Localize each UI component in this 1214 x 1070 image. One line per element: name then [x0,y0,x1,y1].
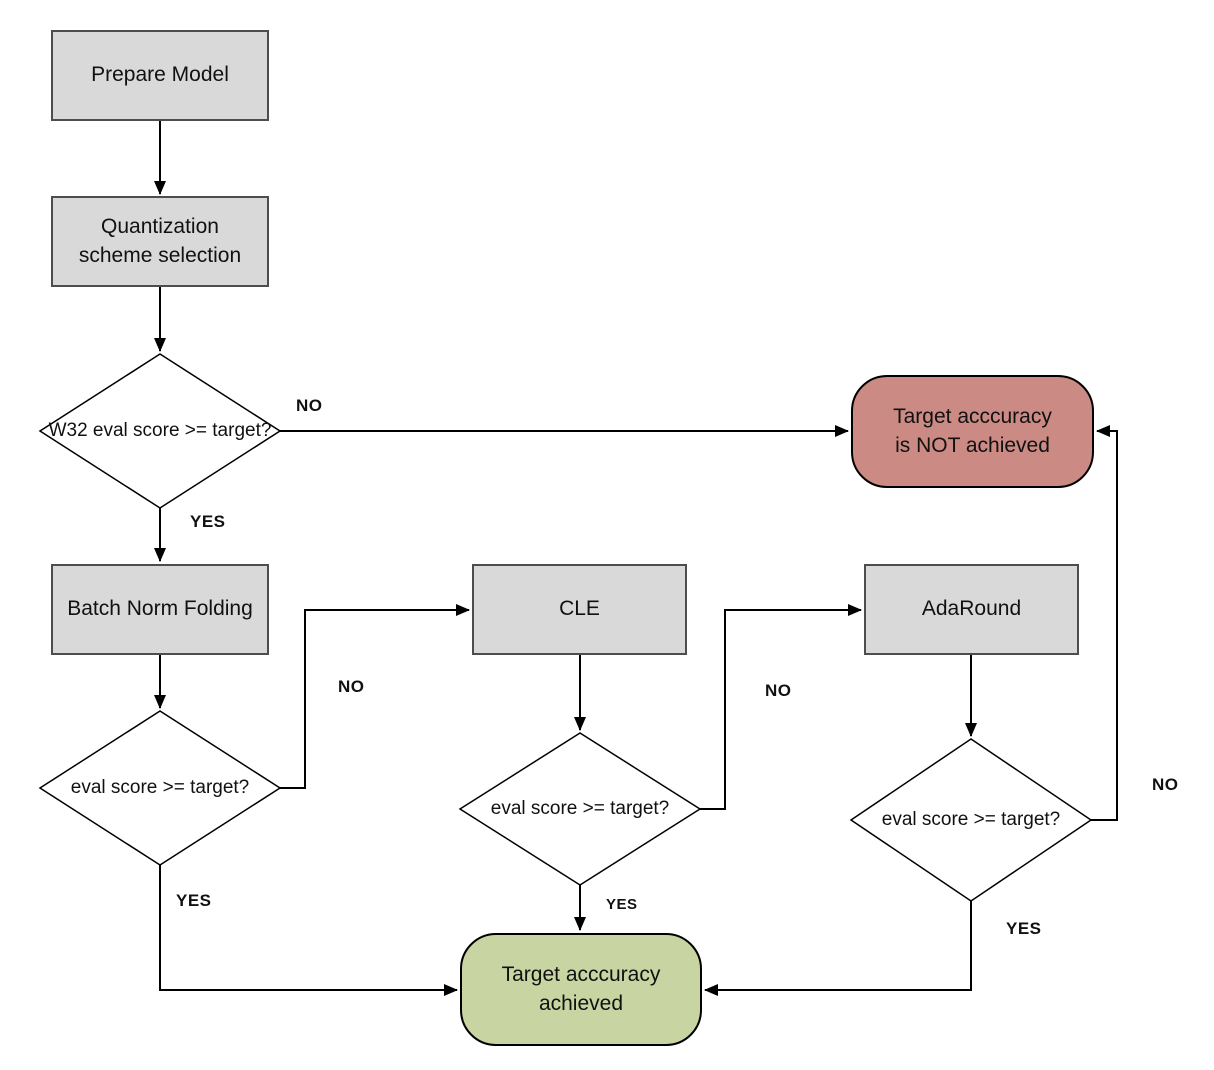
node-cle: CLE [472,564,687,655]
edge-label-adaround-no: NO [1152,775,1179,794]
edge-label-cle-yes: YES [606,896,638,913]
edge-label-w32-no: NO [296,396,323,415]
edge-adaroundcheck-no-to-notachieved [1091,425,1118,821]
node-target-accuracy-not-achieved: Target acccuracy is NOT achieved [851,375,1094,488]
decision-bnf-check-label: eval score >= target? [70,777,250,798]
node-adaround: AdaRound [864,564,1079,655]
edge-bnfcheck-yes-to-achieved [159,865,458,996]
edge-label-adaround-yes: YES [1006,919,1042,938]
node-prepare-model: Prepare Model [51,30,269,121]
edge-label-cle-no: NO [765,681,792,700]
decision-w32-check-label: W32 eval score >= target? [48,420,272,441]
edge-adaroundcheck-yes-to-achieved [704,901,972,996]
decision-bnf-check-shape [38,710,282,866]
node-batch-norm-folding: Batch Norm Folding [51,564,269,655]
edge-bnfcheck-no-to-cle [280,604,470,789]
edge-label-bnf-yes: YES [176,891,212,910]
node-target-accuracy-achieved: Target acccuracy achieved [460,933,702,1046]
node-quantization-scheme-selection: Quantization scheme selection [51,196,269,287]
decision-adaround-check-label: eval score >= target? [881,809,1061,830]
decision-w32-check-shape [38,353,282,509]
edge-clecheck-no-to-adaround [700,604,862,810]
decision-adaround-check-shape [849,738,1093,902]
edge-label-bnf-no: NO [338,677,365,696]
decision-cle-check-shape [458,732,702,886]
edge-label-w32-yes: YES [190,512,226,531]
decision-cle-check-label: eval score >= target? [490,798,670,819]
